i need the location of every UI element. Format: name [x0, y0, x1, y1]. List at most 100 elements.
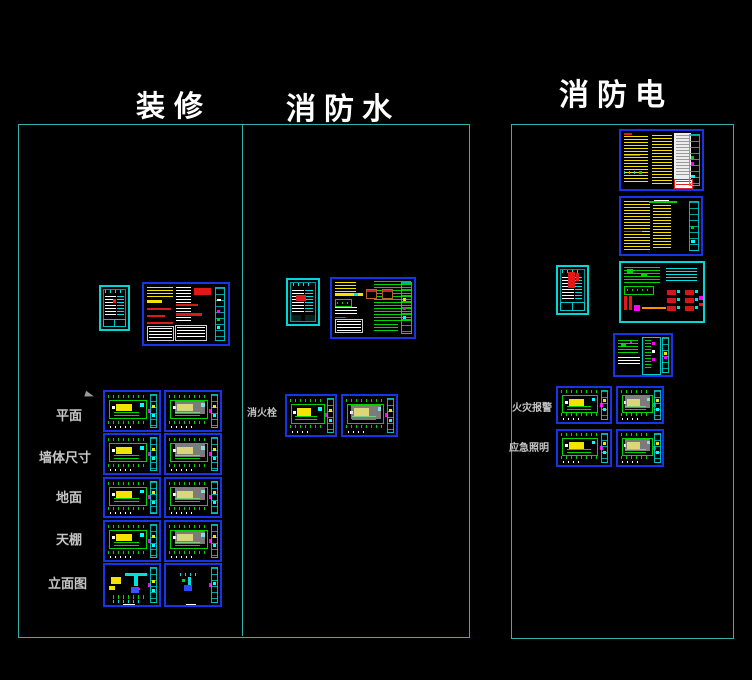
grid-ticks-top — [620, 433, 652, 437]
grid-ticks-top — [169, 524, 208, 528]
sheet-graphic — [332, 279, 414, 337]
cluster-cyan — [695, 298, 698, 301]
plan-cyan-mark — [591, 441, 596, 445]
sheet-elevation-2[interactable] — [164, 563, 222, 607]
sheet-ceiling-1[interactable] — [103, 520, 161, 562]
sheet-electric-spec-2[interactable] — [619, 196, 703, 256]
sheet-decoration-cover[interactable] — [142, 282, 230, 346]
yellow-text — [147, 287, 173, 299]
mark — [213, 534, 216, 538]
mark — [691, 162, 695, 165]
sheet-fire-alarm-1[interactable] — [556, 386, 612, 424]
dim-text — [110, 425, 131, 428]
title-strip — [150, 436, 158, 472]
sheet-wall-dims-2[interactable] — [164, 433, 222, 475]
plan-cyan-mark — [140, 489, 144, 494]
grid-ticks-bottom — [169, 420, 208, 424]
grid-ticks-top — [169, 437, 208, 441]
plan-white-mark — [293, 410, 296, 414]
plan-yellow-area — [568, 398, 584, 406]
sheet-graphic — [621, 198, 701, 254]
green-label-box — [624, 286, 654, 295]
plan-cyan-mark — [140, 446, 144, 450]
title-strip — [150, 523, 158, 559]
grid-ticks-top — [561, 433, 598, 437]
sheet-plan-1[interactable] — [103, 390, 161, 432]
red-line — [147, 315, 165, 317]
grid-ticks-top — [289, 398, 324, 402]
mark — [603, 407, 607, 411]
row-label-wall-dims: 墙体尺寸 — [39, 451, 92, 466]
plan-green-lines — [174, 411, 200, 418]
sheet-plan-2[interactable] — [164, 390, 222, 432]
revision-dot — [209, 408, 213, 413]
plan-green-lines — [625, 405, 646, 411]
revision-dot — [385, 413, 389, 418]
dim-text — [622, 417, 640, 420]
cell — [304, 315, 315, 322]
red-line — [176, 304, 198, 306]
dim-text — [110, 555, 131, 558]
sheet-electric-system[interactable] — [619, 261, 705, 323]
sheet-electric-notes-small[interactable] — [556, 265, 589, 315]
sheet-elevation-1[interactable] — [103, 563, 161, 607]
plan-white-mark — [172, 406, 176, 410]
grid-ticks-bottom — [561, 413, 598, 417]
sheet-emergency-light-2[interactable] — [616, 429, 664, 467]
plan-white-mark — [111, 492, 115, 496]
sheet-emergency-light-1[interactable] — [556, 429, 612, 467]
sheet-hydrant-2[interactable] — [341, 394, 398, 437]
sheet-graphic — [558, 267, 587, 313]
mark — [690, 239, 695, 243]
sheet-water-notes-small[interactable] — [286, 278, 320, 326]
elev-yellow-blob — [109, 586, 115, 590]
sheet-hydrant-1[interactable] — [285, 394, 337, 437]
grid-ticks-top — [108, 524, 147, 528]
magenta-line — [624, 231, 642, 232]
mark — [138, 588, 140, 590]
magenta-line — [335, 317, 345, 318]
plan-white-mark — [623, 443, 627, 447]
green-box — [335, 299, 352, 307]
elev-cyan-ticks — [180, 573, 200, 576]
cell — [291, 315, 302, 322]
red-mark — [113, 298, 117, 303]
sheet-electric-spec-1[interactable] — [619, 129, 704, 191]
dim-text — [563, 460, 583, 463]
mark — [328, 418, 332, 422]
sheet-graphic — [287, 396, 335, 435]
sheet-water-cover[interactable] — [330, 277, 416, 339]
group-title-decoration: 装修 — [136, 89, 213, 123]
sheet-decoration-notes-small[interactable] — [99, 285, 130, 331]
title-strip — [211, 480, 219, 515]
mark — [603, 442, 607, 446]
plan-white-mark — [623, 400, 627, 404]
sheet-graphic — [166, 479, 220, 516]
sheet-fire-alarm-2[interactable] — [616, 386, 664, 424]
mark — [663, 356, 667, 360]
yellow-text — [653, 202, 671, 248]
sheet-wall-dims-1[interactable] — [103, 433, 161, 475]
plan-green-lines — [294, 416, 318, 422]
row-label-hydrant: 消火栓 — [247, 408, 277, 419]
sheet-graphic — [105, 392, 159, 430]
sheet-graphic — [105, 565, 159, 605]
cell — [114, 318, 126, 327]
grid-ticks-top — [561, 390, 598, 394]
dim-text — [171, 511, 192, 514]
revision-dot — [209, 495, 213, 500]
sheet-ceiling-2[interactable] — [164, 520, 222, 562]
inner-frame — [290, 282, 316, 322]
mark — [403, 306, 407, 310]
sheet-electric-detail[interactable] — [613, 333, 673, 377]
sheet-floor-2[interactable] — [164, 477, 222, 518]
mark — [652, 358, 655, 361]
plan-white-mark — [564, 400, 568, 404]
red-block — [194, 288, 211, 295]
plan-green-lines — [566, 405, 591, 411]
sheet-floor-1[interactable] — [103, 477, 161, 518]
white-text — [618, 357, 640, 365]
white-text — [335, 307, 357, 315]
mini-table — [335, 319, 363, 333]
